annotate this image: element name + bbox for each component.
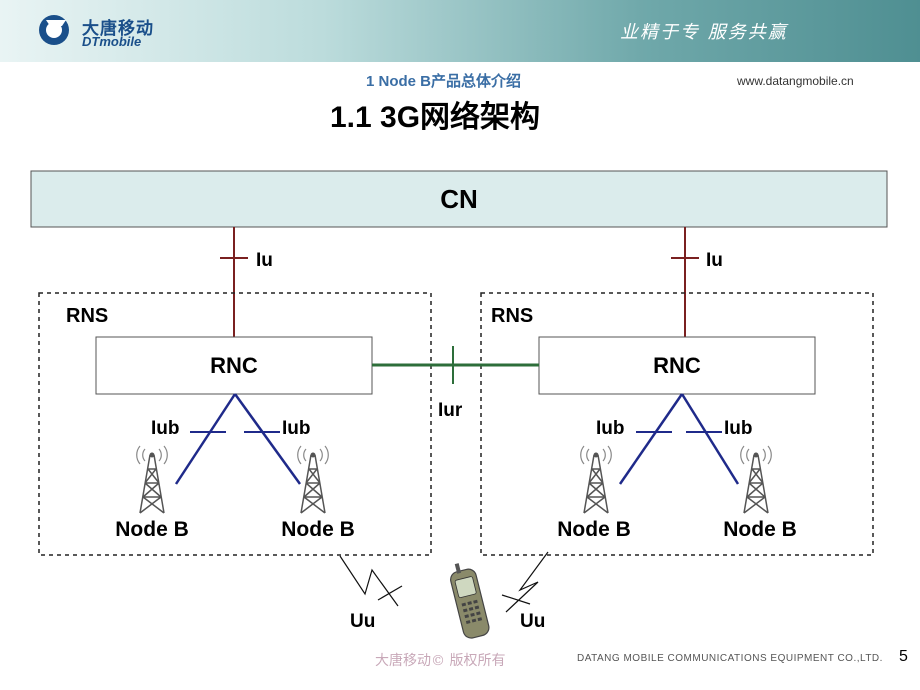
rns-label-left: RNS (66, 305, 108, 327)
antenna-tower-icon (136, 445, 168, 514)
rnc-label-left: RNC (210, 353, 258, 378)
nodeb-label-left-a: Node B (115, 518, 189, 541)
iub-label-right-b: Iub (724, 418, 753, 439)
iub-label-right-a: Iub (596, 418, 625, 439)
uu-radio-link-left (339, 555, 399, 607)
mobile-phone-icon (450, 563, 490, 639)
uu-tick-left (377, 585, 403, 601)
page-number: 5 (899, 648, 908, 665)
rns-box-right (480, 292, 874, 556)
logo-text-en: DTmobile (82, 34, 142, 49)
uu-label-right: Uu (520, 611, 545, 632)
website-url: www.datangmobile.cn (737, 74, 854, 88)
slide-title: 1.1 3G网络架构 (330, 101, 541, 134)
iub-line-right-a (618, 393, 684, 485)
nodeb-label-left-b: Node B (281, 518, 355, 541)
section-title: 1 Node B产品总体介绍 (366, 73, 522, 90)
rnc-label-right: RNC (653, 353, 701, 378)
iub-line-left-a (174, 393, 237, 485)
uu-label-left: Uu (350, 611, 375, 632)
uu-tick-right (501, 594, 531, 605)
footer-copyright: 大唐移动© 版权所有 (375, 653, 506, 669)
footer-company: DATANG MOBILE COMMUNICATIONS EQUIPMENT C… (577, 653, 883, 664)
antenna-tower-icon (297, 445, 329, 514)
cn-label: CN (440, 184, 478, 214)
iu-label-left: Iu (256, 250, 273, 271)
iu-label-right: Iu (706, 250, 723, 271)
slogan: 业精于专 服务共赢 (620, 22, 788, 43)
rns-label-right: RNS (491, 305, 533, 327)
nodeb-label-right-a: Node B (557, 518, 631, 541)
header-band (0, 0, 920, 62)
iur-label: Iur (438, 400, 463, 421)
cn-box (30, 170, 888, 228)
iub-label-left-b: Iub (282, 418, 311, 439)
rnc-box-left (95, 336, 373, 395)
iub-line-right-b (680, 393, 740, 485)
logo-text-cn: 大唐移动 (82, 19, 154, 38)
antenna-tower-icon (580, 445, 612, 514)
dtmobile-logo-icon (39, 15, 69, 45)
nodeb-label-right-b: Node B (723, 518, 797, 541)
uu-radio-link-right (505, 551, 549, 613)
antenna-tower-icon (740, 445, 772, 514)
rns-box-left (38, 292, 432, 556)
iub-line-left-b (233, 393, 302, 485)
iub-label-left-a: Iub (151, 418, 180, 439)
